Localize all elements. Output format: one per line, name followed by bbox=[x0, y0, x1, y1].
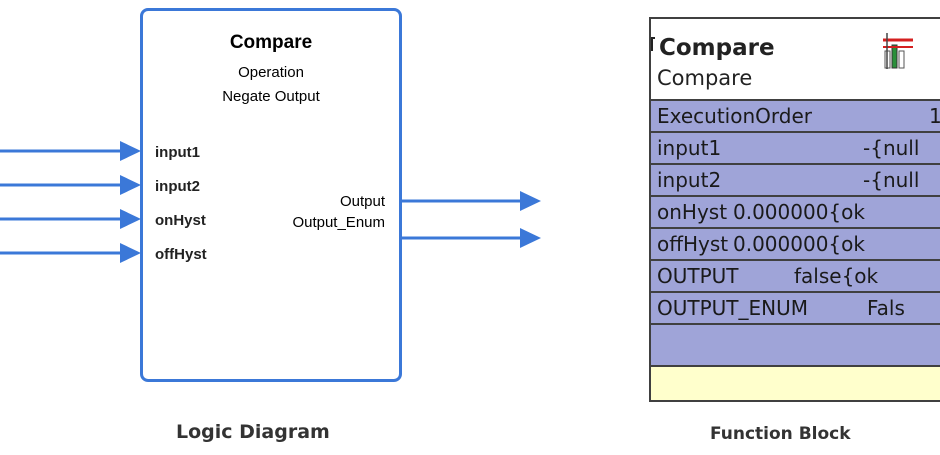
output-label-output-enum: Output_Enum bbox=[292, 214, 385, 231]
fb-row-output[interactable]: OUTPUT false{ok bbox=[651, 261, 940, 293]
fb-row-value: -{null bbox=[863, 168, 920, 192]
function-block-footer bbox=[651, 367, 940, 400]
fb-row-onhyst[interactable]: onHyst 0.000000{ok bbox=[651, 197, 940, 229]
output-arrowhead bbox=[520, 191, 541, 211]
input-label-offhyst: offHyst bbox=[155, 246, 207, 263]
parameter-operation: Operation bbox=[238, 64, 304, 81]
onhyst-arrowhead bbox=[120, 209, 141, 229]
fb-row-name: offHyst bbox=[657, 232, 729, 256]
input-label-input2: input2 bbox=[155, 178, 200, 195]
parameter-negate-output: Negate Output bbox=[222, 88, 320, 105]
output-enum-arrowhead bbox=[520, 228, 541, 248]
fb-row-input2[interactable]: input2 -{null bbox=[651, 165, 940, 197]
function-block-caption: Function Block bbox=[710, 424, 851, 444]
logic-block-title: Compare bbox=[229, 32, 313, 53]
fb-row-value: false{ok bbox=[794, 264, 879, 288]
input2-arrowhead bbox=[120, 175, 141, 195]
fb-row-offhyst[interactable]: offHyst 0.000000{ok bbox=[651, 229, 940, 261]
fb-row-input1[interactable]: input1 -{null bbox=[651, 133, 940, 165]
fb-row-value: -{null bbox=[863, 136, 920, 160]
fb-row-name: input2 bbox=[657, 168, 722, 192]
function-block-type: Compare bbox=[657, 66, 753, 90]
function-block-name: Compare bbox=[659, 35, 775, 61]
fb-row-value: 0.000000{ok bbox=[733, 200, 865, 224]
fb-row-empty bbox=[651, 325, 940, 367]
input1-arrowhead bbox=[120, 141, 141, 161]
fb-row-name: input1 bbox=[657, 136, 722, 160]
logic-block: Compare Operation Negate Output input1 i… bbox=[140, 8, 402, 382]
fb-row-executionorder[interactable]: ExecutionOrder 1 bbox=[651, 101, 940, 133]
fb-row-name: OUTPUT bbox=[657, 264, 739, 288]
fb-row-name: OUTPUT_ENUM bbox=[657, 296, 809, 320]
function-block-header: Compare Compare bbox=[651, 19, 940, 101]
corner-bracket-icon bbox=[651, 37, 655, 51]
compare-bar-chart-icon bbox=[883, 33, 913, 69]
fb-row-value: 0.000000{ok bbox=[733, 232, 865, 256]
function-block[interactable]: Compare Compare ExecutionOrder 1 input1 … bbox=[649, 17, 940, 402]
fb-row-value: 1 bbox=[929, 104, 940, 128]
fb-row-output-enum[interactable]: OUTPUT_ENUM Fals bbox=[651, 293, 940, 325]
fb-row-name: ExecutionOrder bbox=[657, 104, 812, 128]
logic-diagram-caption: Logic Diagram bbox=[176, 421, 330, 443]
fb-row-value: Fals bbox=[867, 296, 905, 320]
offhyst-arrowhead bbox=[120, 243, 141, 263]
input-label-onhyst: onHyst bbox=[155, 212, 206, 229]
fb-row-name: onHyst bbox=[657, 200, 728, 224]
output-label-output: Output bbox=[339, 193, 385, 210]
input-label-input1: input1 bbox=[155, 144, 200, 161]
